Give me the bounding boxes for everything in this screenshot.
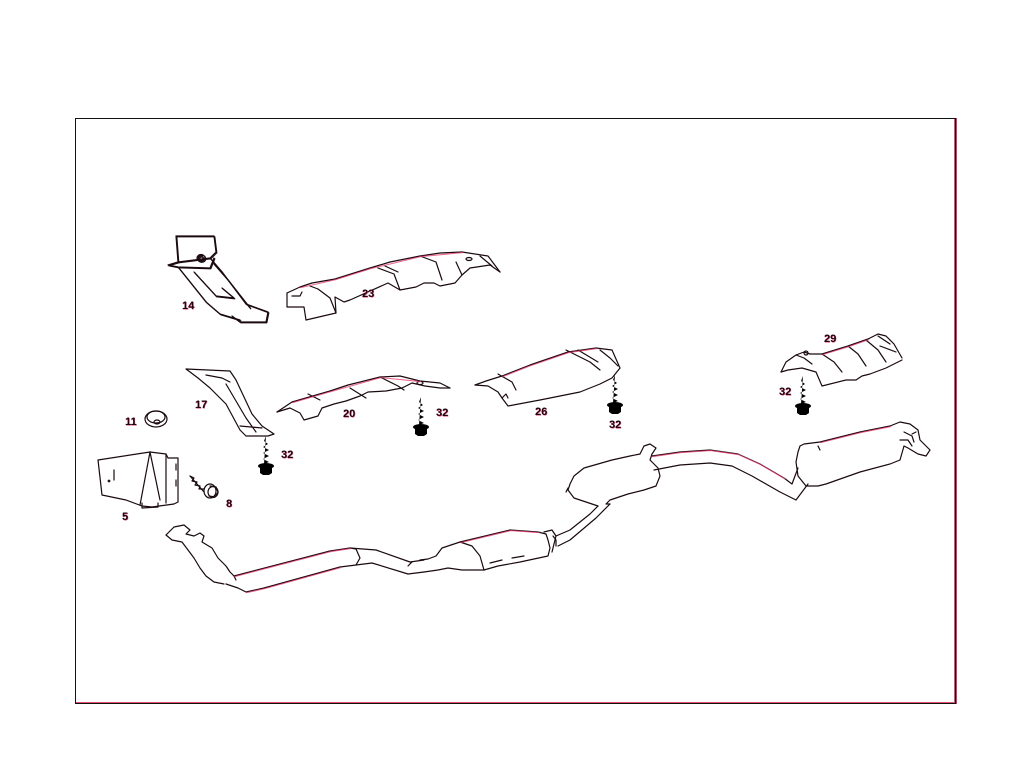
callout-8[interactable]: 8 [226,498,233,510]
part-23-heat-shield-front[interactable] [286,251,501,321]
part-32-screw-d[interactable] [795,376,811,415]
callout-5[interactable]: 5 [122,511,129,523]
part-5-mounting-bracket[interactable] [97,451,179,509]
callout-29[interactable]: 29 [824,333,837,345]
intermediate-pipe[interactable] [555,503,611,547]
rear-pipe[interactable] [651,449,809,501]
callout-14[interactable]: 14 [182,300,195,312]
part-14-heat-shield-bracket[interactable] [167,235,269,323]
front-exhaust-pipe[interactable] [165,524,425,593]
catalytic-converter[interactable] [419,529,557,573]
part-11-grommet[interactable] [144,410,168,428]
center-muffler[interactable] [565,443,661,507]
part-8-bolt[interactable] [189,475,219,499]
callout-11[interactable]: 11 [125,416,137,428]
part-32-screw-c[interactable] [607,375,623,414]
part-17-heat-shield-bracket-lower[interactable] [185,368,275,437]
rear-muffler[interactable] [795,421,931,487]
part-20-heat-shield-middle[interactable] [276,375,451,421]
callout-26[interactable]: 26 [535,406,548,418]
part-32-screw-b[interactable] [413,397,429,436]
callout-23[interactable]: 23 [362,288,375,300]
part-32-screw-a[interactable] [258,436,274,475]
callout-32-b[interactable]: 32 [609,419,622,431]
callout-20[interactable]: 20 [343,408,356,420]
callout-32-c[interactable]: 32 [779,386,792,398]
diagram-frame [75,118,956,704]
part-29-heat-shield-rear[interactable] [780,333,903,387]
callout-32-d[interactable]: 32 [281,449,294,461]
callout-32-a[interactable]: 32 [436,407,449,419]
part-26-heat-shield-catalytic[interactable] [474,347,621,407]
callout-17[interactable]: 17 [195,399,208,411]
